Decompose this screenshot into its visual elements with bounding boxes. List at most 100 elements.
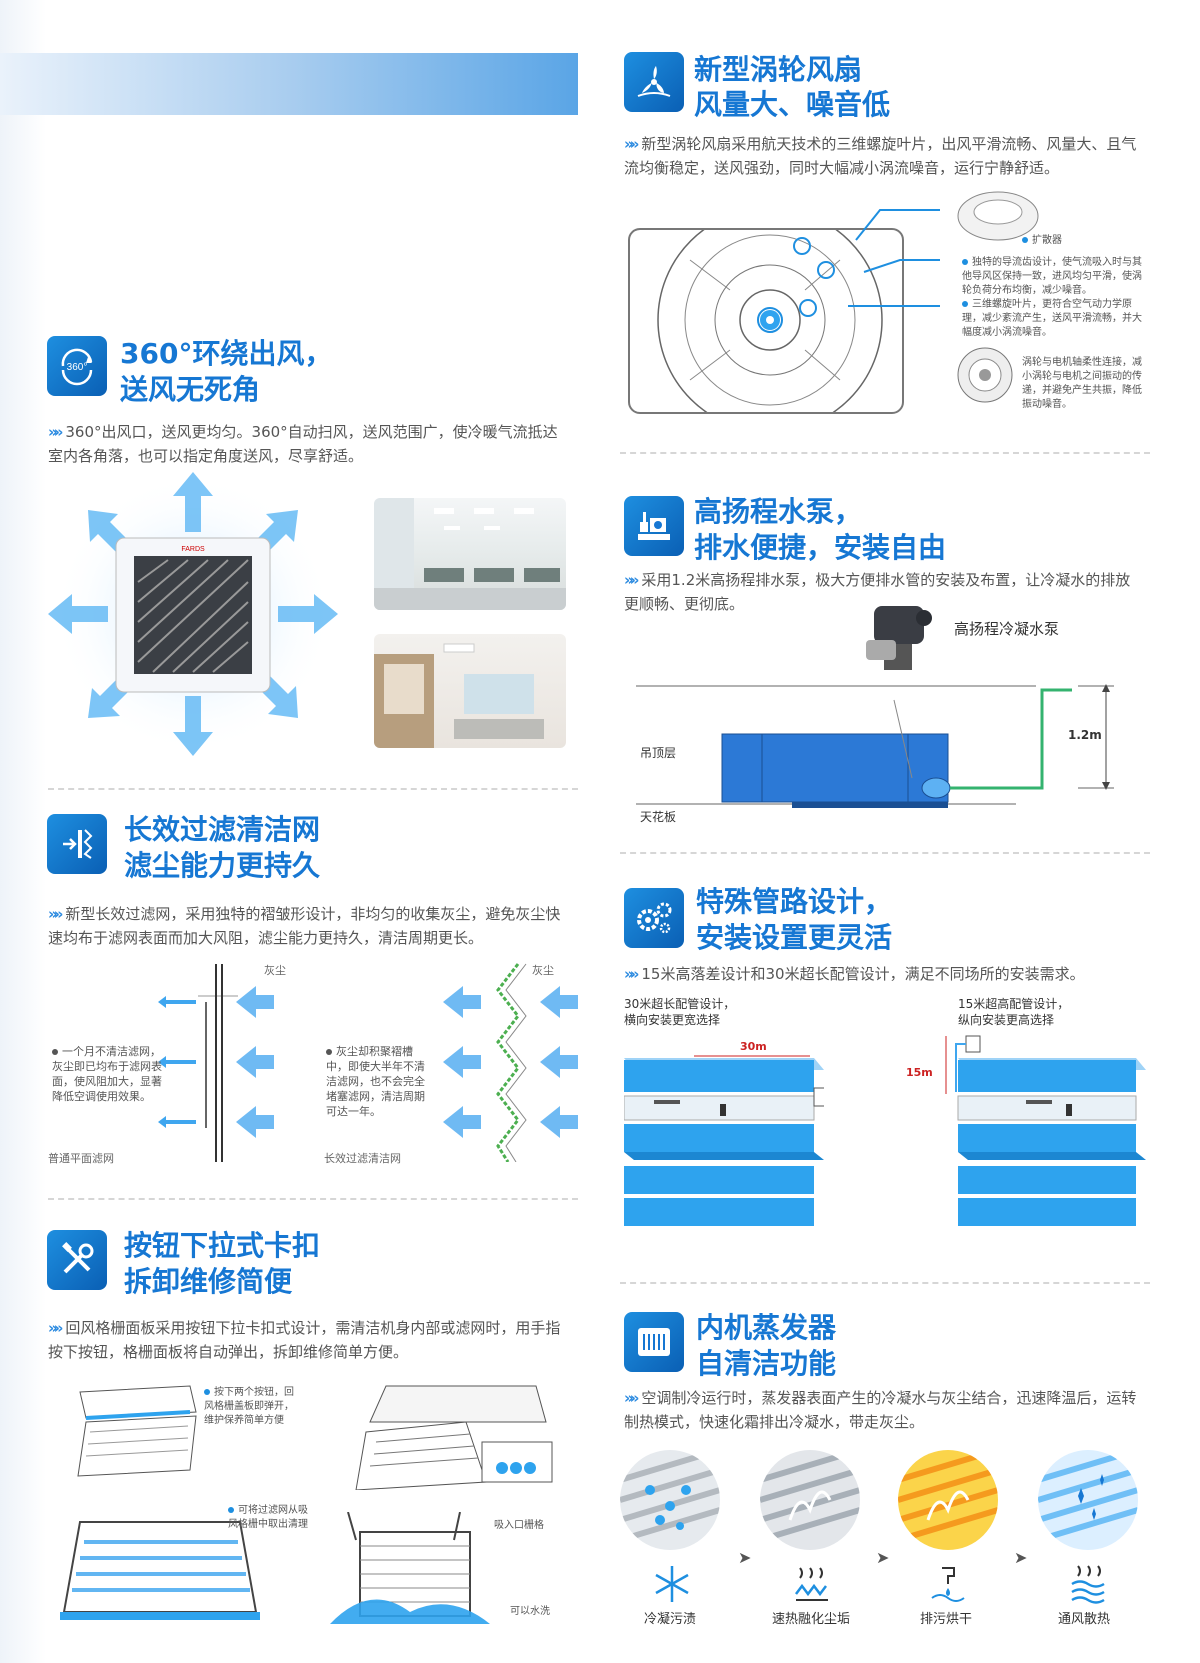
step-dry-image bbox=[898, 1450, 998, 1550]
callout-3d-blade: 三维螺旋叶片，更符合空气动力学原理，减少紊流产生，送风平滑流畅，并大幅度减小涡流… bbox=[962, 299, 1142, 338]
step-label-1: 冷凝污渍 bbox=[644, 1612, 697, 1627]
callout-motor-coupling: 涡轮与电机轴柔性连接，减小涡轮与电机之间振动的传递，并避免产生共振，降低振动噪音… bbox=[1022, 357, 1142, 410]
pipe-feature-icon bbox=[624, 888, 684, 948]
gears-icon bbox=[637, 902, 672, 934]
flat-filter-caption: 普通平面滤网 bbox=[48, 1152, 114, 1165]
pleated-filter-note: 灰尘却积聚褶槽中，即使大半年不清洁滤网，也不会完全堵塞滤网，清洁周期可达一年。 bbox=[326, 1045, 425, 1118]
divider bbox=[48, 1198, 578, 1200]
airflow-title-line2: 送风无死角 bbox=[120, 373, 261, 406]
snowflake-icon bbox=[652, 1564, 692, 1604]
top-banner-bar bbox=[0, 53, 578, 115]
left-margin-strip bbox=[0, 0, 46, 1663]
fan-description: »»新型涡轮风扇采用航天技术的三维螺旋叶片，出风平滑流畅、风量大、且气流均衡稳定… bbox=[624, 135, 1137, 177]
washable-grille-drawing bbox=[330, 1511, 490, 1624]
filter-icon bbox=[63, 829, 93, 859]
step-label-4: 通风散热 bbox=[1058, 1612, 1111, 1627]
pump-height-dim: 1.2m bbox=[1068, 728, 1102, 742]
water-pump-icon bbox=[638, 512, 670, 540]
fan-description-text: 新型涡轮风扇采用航天技术的三维螺旋叶片，出风平滑流畅、风量大、且气流均衡稳定，送… bbox=[624, 135, 1137, 177]
airflow-description: »»360°出风口，送风更均匀。360°自动扫风，送风范围广，使冷暖气流抵达室内… bbox=[48, 423, 558, 465]
pipe-title-line2: 安装设置更灵活 bbox=[696, 921, 893, 954]
button-feature-icon bbox=[47, 1230, 107, 1290]
step-ventilate-image bbox=[1038, 1450, 1138, 1550]
filter-title-line2: 滤尘能力更持久 bbox=[124, 849, 321, 882]
filter-net-drawing bbox=[60, 1512, 260, 1620]
pump-feature-icon bbox=[624, 496, 684, 556]
step-melt-image bbox=[760, 1450, 860, 1550]
horizontal-caption: 30米超长配管设计，横向安装更宽选择 bbox=[624, 997, 736, 1027]
fan-title-line2: 风量大、噪音低 bbox=[694, 88, 891, 121]
heat-melt-icon bbox=[792, 1564, 832, 1604]
step-arrow-1: ➤ bbox=[738, 1548, 752, 1567]
filter-removal-drawing bbox=[346, 1382, 556, 1491]
ceiling-board-label: 天花板 bbox=[640, 810, 677, 824]
callout-diffuser: 扩散器 bbox=[1022, 234, 1062, 248]
vertical-caption: 15米超高配管设计，纵向安装更高选择 bbox=[958, 997, 1070, 1027]
horizontal-dim-label: 30m bbox=[740, 1040, 767, 1053]
divider bbox=[620, 452, 1150, 454]
fan-icon bbox=[637, 66, 671, 97]
svg-text:360°: 360° bbox=[67, 362, 88, 373]
grille-release-drawing bbox=[70, 1382, 200, 1478]
vertical-dim-label: 15m bbox=[906, 1066, 933, 1079]
svg-text:FARDS: FARDS bbox=[181, 546, 205, 553]
filter-title-line1: 长效过滤清洁网 bbox=[124, 813, 321, 846]
dust-label-right: 灰尘 bbox=[532, 964, 554, 977]
evaporator-title-line2: 自清洁功能 bbox=[696, 1347, 837, 1380]
pipe-description: »»15米高落差设计和30米超长配管设计，满足不同场所的安装需求。 bbox=[624, 965, 1085, 983]
vertical-piping-diagram bbox=[906, 1032, 1146, 1252]
airflow-description-text: 360°出风口，送风更均匀。360°自动扫风，送风范围广，使冷暖气流抵达室内各角… bbox=[48, 423, 558, 465]
pump-title-line2: 排水便捷，安装自由 bbox=[694, 531, 947, 564]
pump-installation-diagram bbox=[636, 680, 1136, 820]
evaporator-feature-icon bbox=[624, 1312, 684, 1372]
ceiling-layer-label: 吊顶层 bbox=[640, 746, 677, 760]
fan-callout-lines bbox=[848, 209, 940, 307]
evaporator-description: »»空调制冷运行时，蒸发器表面产生的冷凝水与灰尘结合，迅速降温后，运转制热模式，… bbox=[624, 1389, 1137, 1431]
step-label-2: 速热融化尘垢 bbox=[772, 1612, 851, 1627]
step-condense-image bbox=[620, 1450, 720, 1550]
button-title-line1: 按钮下拉式卡扣 bbox=[124, 1229, 321, 1262]
fan-title-line1: 新型涡轮风扇 bbox=[694, 53, 863, 86]
pump-description-text: 采用1.2米高扬程排水泵，极大方便排水管的安装及布置，让冷凝水的排放更顺畅、更彻… bbox=[624, 571, 1131, 613]
ventilate-heat-icon bbox=[1068, 1564, 1108, 1604]
pump-title-line1: 高扬程水泵， bbox=[694, 495, 863, 528]
living-room-photo bbox=[374, 634, 566, 748]
divider bbox=[620, 852, 1150, 854]
pump-product-image bbox=[858, 600, 942, 678]
diffuser-image bbox=[955, 186, 1041, 244]
cassette-unit-airflow-image: FARDS bbox=[48, 472, 338, 756]
callout-guide-teeth: 独特的导流齿设计，使气流吸入时与其他导风区保持一致，进风均匀平滑，使涡轮负荷分布… bbox=[962, 257, 1142, 296]
pleated-filter-caption: 长效过滤清洁网 bbox=[324, 1152, 401, 1165]
filter-net-note: 可将过滤网从吸风格栅中取出清理 bbox=[228, 1505, 308, 1530]
flat-filter-note: 一个月不清洁滤网，灰尘即已均布于滤网表面，使风阻加大，显著降低空调使用效果。 bbox=[52, 1045, 162, 1103]
pump-description: »»采用1.2米高扬程排水泵，极大方便排水管的安装及布置，让冷凝水的排放更顺畅、… bbox=[624, 571, 1131, 613]
drain-dry-icon bbox=[928, 1564, 968, 1604]
pipe-description-text: 15米高落差设计和30米超长配管设计，满足不同场所的安装需求。 bbox=[641, 965, 1085, 983]
filter-feature-icon bbox=[47, 814, 107, 874]
step-arrow-3: ➤ bbox=[1014, 1548, 1028, 1567]
divider bbox=[48, 788, 578, 790]
motor-coupling-image bbox=[956, 346, 1014, 404]
dust-label-left: 灰尘 bbox=[264, 964, 286, 977]
fan-feature-icon bbox=[624, 52, 684, 112]
horizontal-piping-diagram bbox=[623, 1032, 829, 1252]
filter-description: »»新型长效过滤网，采用独特的褶皱形设计，非均匀的收集灰尘，避免灰尘快速均布于滤… bbox=[48, 905, 561, 947]
divider bbox=[620, 1282, 1150, 1284]
airflow-feature-icon: 360° bbox=[47, 336, 107, 396]
pump-label: 高扬程冷凝水泵 bbox=[954, 620, 1060, 638]
evaporator-title-line1: 内机蒸发器 bbox=[696, 1311, 837, 1344]
intake-grille-label: 吸入口栅格 bbox=[494, 1520, 544, 1531]
step-arrow-2: ➤ bbox=[876, 1548, 890, 1567]
office-photo bbox=[374, 498, 566, 610]
filter-description-text: 新型长效过滤网，采用独特的褶皱形设计，非均匀的收集灰尘，避免灰尘快速均布于滤网表… bbox=[48, 905, 561, 947]
washable-label: 可以水洗 bbox=[510, 1606, 550, 1617]
step-label-3: 排污烘干 bbox=[920, 1612, 973, 1627]
evaporator-icon bbox=[638, 1328, 670, 1356]
rotate-360-icon: 360° bbox=[61, 348, 93, 386]
grille-release-note: 按下两个按钮，回风格栅盖板即弹开，维护保养简单方便 bbox=[204, 1387, 294, 1426]
airflow-title-line1: 360°环绕出风， bbox=[120, 337, 333, 370]
filter-comparison-diagram bbox=[48, 962, 578, 1163]
tools-icon bbox=[62, 1242, 94, 1274]
button-description: »»回风格栅面板采用按钮下拉卡扣式设计，需清洁机身内部或滤网时，用手指按下按钮，… bbox=[48, 1319, 561, 1361]
button-title-line2: 拆卸维修简便 bbox=[124, 1265, 293, 1298]
